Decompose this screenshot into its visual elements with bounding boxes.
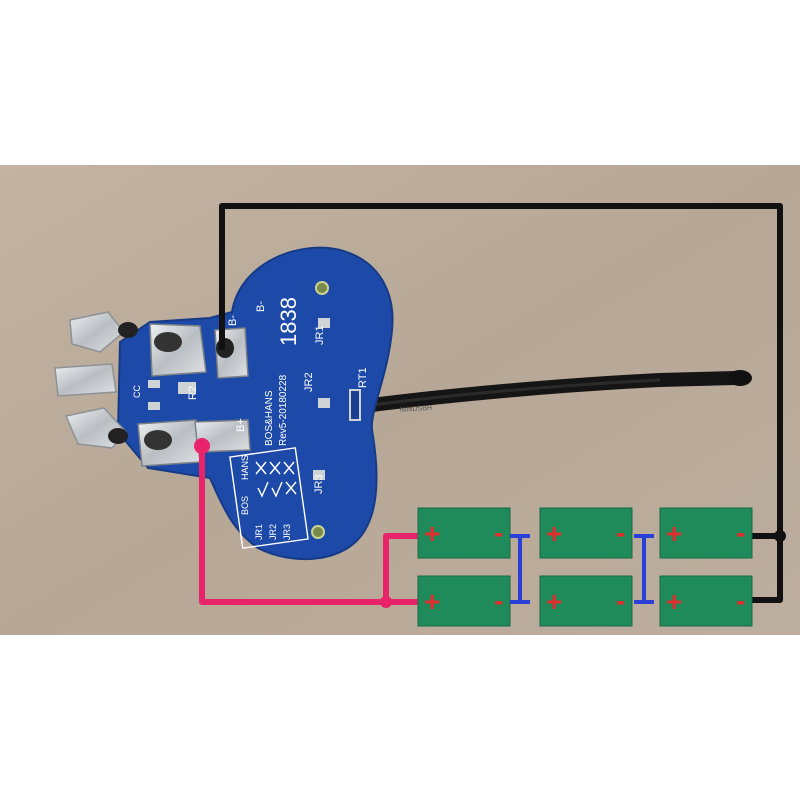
battery-cell-body bbox=[417, 575, 511, 627]
cell-plus-terminal: + bbox=[424, 586, 440, 617]
pink-wire-branch bbox=[383, 533, 420, 602]
mounting-hole-bottom bbox=[311, 525, 325, 539]
jumper-table-marks bbox=[255, 461, 297, 498]
battery-cell-body bbox=[417, 507, 511, 559]
pcb-silkscreen: B- B- B+ JR1 JR2 JR3 RT1 R2 CC BOS&HANS … bbox=[132, 297, 369, 494]
mark-check-1 bbox=[257, 481, 269, 498]
jumper-table-labels: BOS HANS JR1 JR2 JR3 bbox=[240, 455, 292, 540]
mark-check-2 bbox=[271, 481, 283, 498]
label-b-minus: B- bbox=[227, 315, 239, 326]
label-brand: BOS&HANS bbox=[264, 390, 275, 446]
label-jr1: JR1 bbox=[314, 325, 326, 345]
label-jr2: JR2 bbox=[303, 372, 315, 392]
battery-cell-body bbox=[539, 507, 633, 559]
mounting-hole-top bbox=[315, 281, 329, 295]
label-revision: Rev5-20180228 bbox=[278, 374, 289, 446]
thermistor-cable-label: NIMDSBH bbox=[400, 405, 433, 414]
jr1-pad bbox=[318, 318, 330, 328]
label-r2: R2 bbox=[187, 386, 199, 400]
battery-cell: +- bbox=[539, 575, 633, 627]
battery-cell: +- bbox=[417, 575, 511, 627]
table-header-hans: HANS bbox=[240, 455, 250, 480]
solder-blob-1 bbox=[118, 322, 138, 338]
r2-component bbox=[178, 382, 196, 394]
cell-plus-terminal: + bbox=[546, 518, 562, 549]
series-links bbox=[510, 534, 654, 604]
cell-plus-terminal: + bbox=[424, 518, 440, 549]
black-wire-branch bbox=[752, 536, 783, 603]
label-b-plus: B+ bbox=[235, 418, 247, 432]
mark-x-2 bbox=[269, 461, 281, 475]
battery-cell-body bbox=[659, 507, 753, 559]
thermistor-cable-highlight bbox=[371, 378, 661, 407]
cc-component-1 bbox=[148, 380, 160, 388]
mark-x-4 bbox=[285, 481, 297, 495]
table-row-jr1: JR1 bbox=[254, 524, 264, 540]
jr2-pad bbox=[318, 398, 330, 408]
cell-minus-terminal: - bbox=[616, 517, 625, 548]
solder-blob-3 bbox=[108, 428, 128, 444]
cell-minus-terminal: - bbox=[736, 585, 745, 616]
terminal-middle bbox=[54, 363, 117, 397]
black-wire-b-minus bbox=[219, 203, 783, 539]
cc-component-2 bbox=[148, 402, 160, 410]
label-jr3: JR3 bbox=[313, 474, 325, 494]
battery-cell: +- bbox=[539, 507, 633, 559]
solder-blob-2 bbox=[154, 332, 182, 352]
pink-wire-b-plus bbox=[199, 446, 420, 605]
cell-plus-terminal: + bbox=[666, 586, 682, 617]
battery-cell: +- bbox=[659, 575, 753, 627]
metal-terminals bbox=[54, 311, 251, 467]
table-row-jr2: JR2 bbox=[268, 524, 278, 540]
jumper-table bbox=[229, 447, 309, 549]
label-b-minus-2: B- bbox=[255, 301, 267, 312]
terminal-plate-top bbox=[149, 323, 207, 377]
mark-x-1 bbox=[255, 461, 267, 475]
battery-cell: +- bbox=[659, 507, 753, 559]
battery-cell-body bbox=[539, 575, 633, 627]
pink-wire-endpoint bbox=[194, 438, 210, 454]
table-header-bos: BOS bbox=[240, 496, 250, 515]
cell-plus-terminal: + bbox=[666, 518, 682, 549]
label-cc: CC bbox=[132, 385, 142, 398]
cell-minus-terminal: - bbox=[494, 585, 503, 616]
rt1-pads bbox=[349, 389, 361, 421]
cell-minus-terminal: - bbox=[616, 585, 625, 616]
cell-minus-terminal: - bbox=[494, 517, 503, 548]
pink-wire-junction bbox=[380, 596, 392, 608]
battery-cell: +- bbox=[417, 507, 511, 559]
battery-cell-body bbox=[659, 575, 753, 627]
label-digits: 1838 bbox=[276, 297, 301, 346]
battery-cells: +-+-+-+-+-+- bbox=[417, 507, 753, 627]
label-rt1: RT1 bbox=[357, 367, 369, 388]
jumper-table-frame bbox=[229, 447, 309, 549]
cell-minus-terminal: - bbox=[736, 517, 745, 548]
cell-plus-terminal: + bbox=[546, 586, 562, 617]
mark-x-3 bbox=[283, 461, 295, 475]
jr3-pad bbox=[313, 470, 325, 480]
table-row-jr3: JR3 bbox=[282, 524, 292, 540]
thermistor-tip bbox=[728, 370, 752, 386]
solder-blob-4 bbox=[144, 430, 172, 450]
black-wire-junction bbox=[774, 530, 786, 542]
terminal-top bbox=[69, 311, 126, 353]
